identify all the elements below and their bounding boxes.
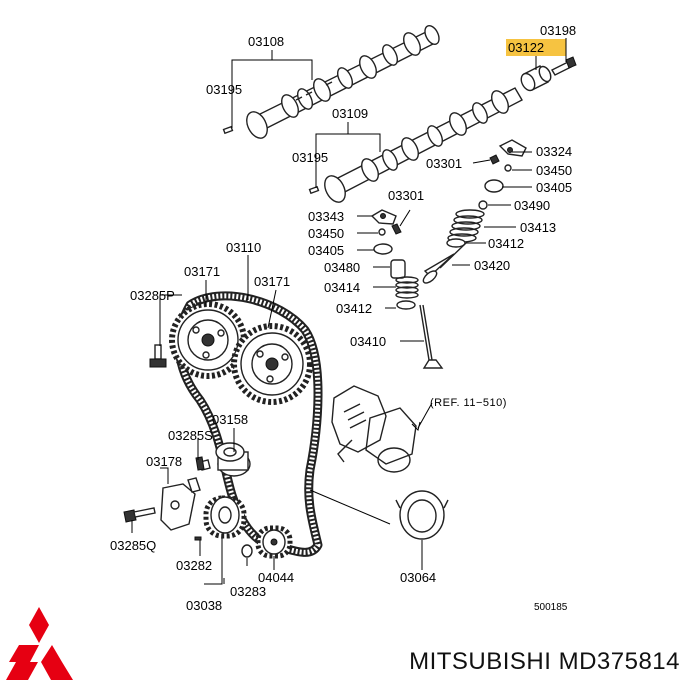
label-03414: 03414 <box>324 280 360 295</box>
valve-spring-03414 <box>395 276 419 299</box>
highlight-03122 <box>506 39 566 56</box>
label-03413: 03413 <box>520 220 556 235</box>
label-03122: 03122 <box>508 40 544 55</box>
bolt-03285s <box>195 456 211 471</box>
spring-seat-03412b <box>396 300 416 310</box>
label-03171-a: 03171 <box>184 264 220 279</box>
idler-pulley-04044 <box>255 525 293 559</box>
label-03178: 03178 <box>146 454 182 469</box>
dowel-pin-03195-a <box>222 125 234 135</box>
label-03158: 03158 <box>212 412 248 427</box>
tensioner-arm-03178 <box>160 477 201 531</box>
label-03450-a: 03450 <box>536 163 572 178</box>
flange-03064 <box>395 490 449 540</box>
diagram-code: 500185 <box>534 602 568 613</box>
camshaft-03109 <box>324 87 523 203</box>
label-03282: 03282 <box>176 558 212 573</box>
retainer-03405a <box>484 179 504 193</box>
label-03301-a: 03301 <box>426 156 462 171</box>
tensioner-pulley-03158 <box>215 442 251 477</box>
label-03285p: 03285P <box>130 288 175 303</box>
ref-engine-sketch <box>331 385 417 473</box>
cam-adapter-03122 <box>520 65 552 92</box>
label-03195-a: 03195 <box>206 82 242 97</box>
label-03171-b: 03171 <box>254 274 290 289</box>
leader-lines <box>131 38 567 585</box>
key-03282 <box>194 536 202 541</box>
cam-sprocket-03171-right <box>231 323 313 405</box>
footer-title: MITSUBISHI MD375814 <box>409 648 680 675</box>
adjuster-03301b <box>391 223 402 235</box>
dowel-pin-03195-b <box>308 185 320 195</box>
timing-belt-03110 <box>174 291 323 557</box>
label-03283: 03283 <box>230 584 266 599</box>
label-03038: 03038 <box>186 598 222 613</box>
mitsubishi-logo <box>6 607 73 680</box>
bolt-03285q <box>123 507 156 523</box>
bolt-03198 <box>551 56 577 76</box>
label-03343: 03343 <box>308 209 344 224</box>
label-03420: 03420 <box>474 258 510 273</box>
part-labels: 03108 03195 03109 03195 03198 03122 0332… <box>110 23 576 613</box>
label-03110: 03110 <box>226 240 261 255</box>
label-03412-a: 03412 <box>488 236 524 251</box>
label-03108: 03108 <box>248 34 284 49</box>
label-03285s: 03285S <box>168 428 213 443</box>
label-03301-b: 03301 <box>388 188 424 203</box>
label-03405-b: 03405 <box>308 243 344 258</box>
rocker-arm-03324 <box>498 139 527 157</box>
label-03490: 03490 <box>514 198 550 213</box>
valve-spring-03413 <box>447 209 485 243</box>
bolt-03285p <box>149 344 167 368</box>
label-03405-a: 03405 <box>536 180 572 195</box>
label-03412-b: 03412 <box>336 301 372 316</box>
ref-note: (REF. 11−510) <box>430 397 507 409</box>
label-03064: 03064 <box>400 570 436 585</box>
washer-03283 <box>241 544 253 558</box>
valve-03410 <box>419 304 444 369</box>
label-03109: 03109 <box>332 106 368 121</box>
label-03285q: 03285Q <box>110 538 156 553</box>
label-03324: 03324 <box>536 144 572 159</box>
label-03410: 03410 <box>350 334 386 349</box>
camshaft-03108 <box>246 24 440 139</box>
label-03198: 03198 <box>540 23 576 38</box>
label-03195-b: 03195 <box>292 150 328 165</box>
rocker-arm-03343 <box>370 209 397 225</box>
label-03450-b: 03450 <box>308 226 344 241</box>
valve-03420 <box>422 242 467 284</box>
stem-seal-03480 <box>390 259 406 279</box>
adjuster-03301a <box>489 154 500 165</box>
retainer-03405b <box>373 243 393 255</box>
crank-sprocket-03038 <box>203 495 247 539</box>
seat-03490 <box>478 200 488 210</box>
label-03480: 03480 <box>324 260 360 275</box>
label-04044: 04044 <box>258 570 294 585</box>
clip-03450b <box>378 228 386 236</box>
clip-03450a <box>504 164 512 172</box>
